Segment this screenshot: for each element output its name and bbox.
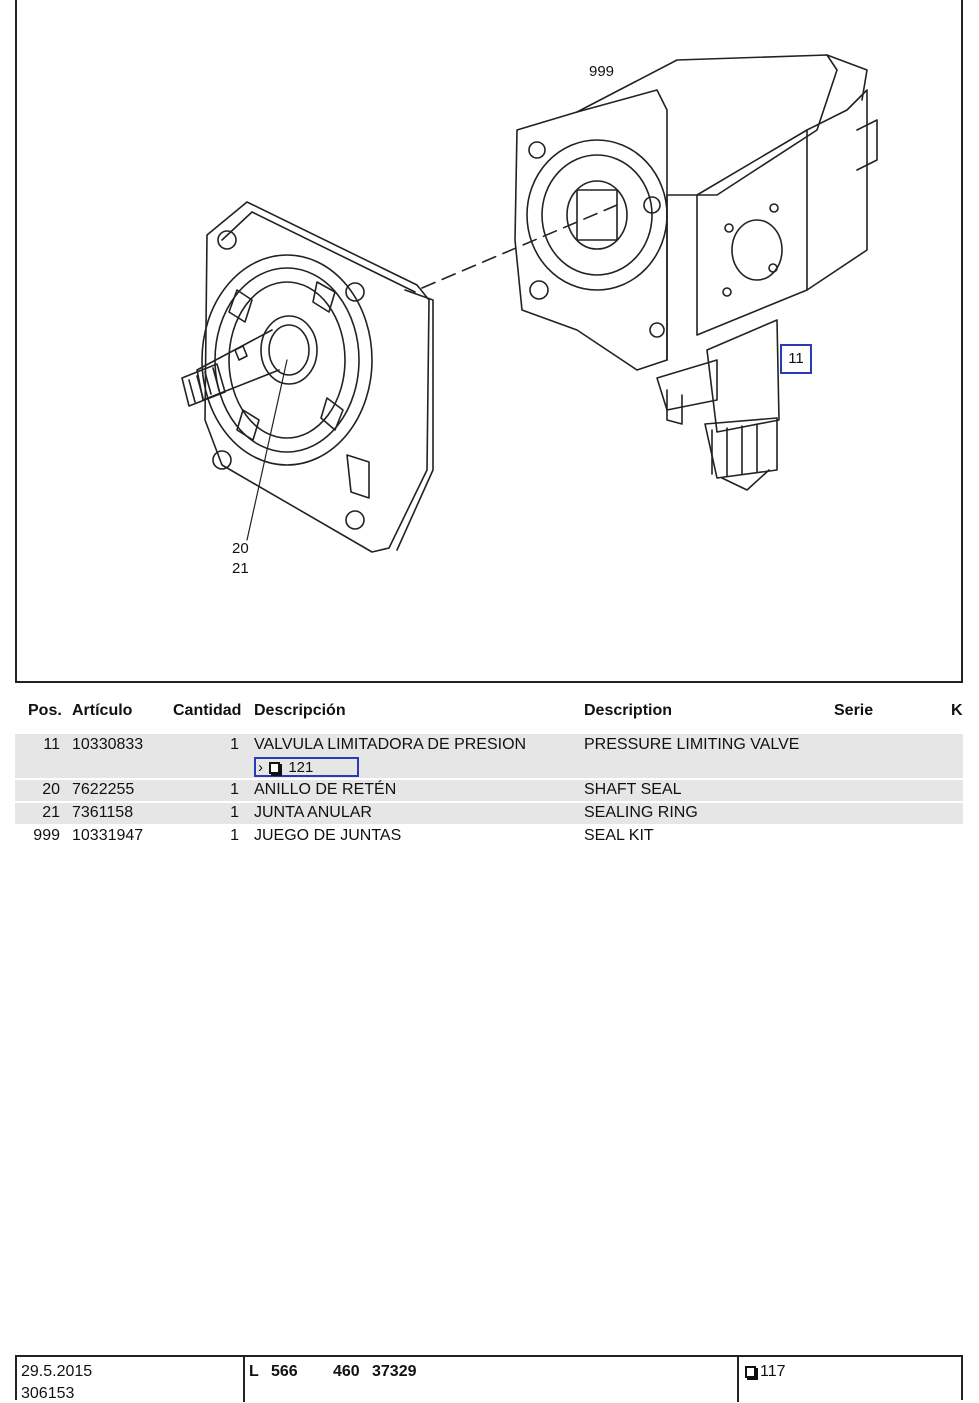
footer-model-letter: L bbox=[249, 1363, 259, 1380]
callout-11-link[interactable]: 11 bbox=[780, 344, 812, 374]
page-book-icon bbox=[269, 762, 281, 774]
callout-20: 20 bbox=[232, 540, 249, 557]
row-description: SEAL KIT bbox=[584, 827, 654, 844]
table-row: 20 7622255 1 ANILLO DE RETÉN SHAFT SEAL bbox=[15, 780, 963, 801]
row-cantidad: 1 bbox=[230, 781, 239, 798]
row-pos: 999 bbox=[33, 827, 60, 844]
row-descripcion: JUNTA ANULAR bbox=[254, 804, 372, 821]
header-k: K bbox=[951, 702, 963, 719]
footer-code-a: 460 bbox=[333, 1363, 360, 1380]
row-articulo: 10330833 bbox=[72, 736, 144, 753]
parts-table-header: Pos. Artículo Cantidad Descripción Descr… bbox=[0, 702, 979, 724]
row-description: PRESSURE LIMITING VALVE bbox=[584, 736, 800, 753]
footer-model-number: 566 bbox=[271, 1363, 298, 1380]
row-pos: 11 bbox=[43, 736, 60, 753]
row-descripcion: VALVULA LIMITADORA DE PRESION bbox=[254, 736, 527, 753]
footer-doc-number: 306153 bbox=[21, 1385, 75, 1402]
page-reference-link[interactable]: › 121 bbox=[254, 757, 359, 777]
assembly-axis-line bbox=[421, 204, 618, 289]
flange-plate-drawing bbox=[181, 201, 434, 553]
header-descripcion: Descripción bbox=[254, 702, 346, 719]
reference-page-number: 121 bbox=[288, 759, 314, 776]
row-articulo: 7361158 bbox=[72, 804, 134, 821]
row-descripcion: JUEGO DE JUNTAS bbox=[254, 827, 402, 844]
row-cantidad: 1 bbox=[230, 827, 239, 844]
pump-body-drawing bbox=[514, 54, 878, 491]
row-description: SEALING RING bbox=[584, 804, 698, 821]
row-pos: 20 bbox=[42, 781, 60, 798]
footer-page-number: 117 bbox=[760, 1363, 786, 1380]
row-cantidad: 1 bbox=[230, 804, 239, 821]
header-pos: Pos. bbox=[28, 702, 62, 719]
row-articulo: 10331947 bbox=[72, 827, 144, 844]
row-cantidad: 1 bbox=[230, 736, 239, 753]
footer-divider bbox=[243, 1357, 245, 1402]
page-footer: 29.5.2015 306153 L 566 460 37329 117 bbox=[15, 1355, 963, 1402]
table-row: 21 7361158 1 JUNTA ANULAR SEALING RING bbox=[15, 803, 963, 824]
row-pos: 21 bbox=[42, 804, 60, 821]
leader-line-20-21 bbox=[246, 359, 288, 541]
footer-divider bbox=[737, 1357, 739, 1402]
header-cantidad: Cantidad bbox=[173, 702, 242, 719]
arrow-right-icon: › bbox=[258, 759, 263, 776]
row-articulo: 7622255 bbox=[72, 781, 135, 798]
row-description: SHAFT SEAL bbox=[584, 781, 682, 798]
page-book-icon bbox=[745, 1366, 756, 1378]
header-articulo: Artículo bbox=[72, 702, 133, 719]
footer-date: 29.5.2015 bbox=[21, 1363, 93, 1380]
table-row: 999 10331947 1 JUEGO DE JUNTAS SEAL KIT bbox=[15, 826, 963, 847]
footer-code-b: 37329 bbox=[372, 1363, 417, 1380]
header-serie: Serie bbox=[834, 702, 874, 719]
footer-page: 117 bbox=[743, 1363, 786, 1381]
illustration-frame: 999 11 20 21 bbox=[15, 0, 963, 683]
callout-999: 999 bbox=[589, 63, 615, 80]
pump-exploded-drawing bbox=[181, 54, 878, 553]
header-description: Description bbox=[584, 702, 673, 719]
row-descripcion: ANILLO DE RETÉN bbox=[254, 781, 397, 798]
callout-21: 21 bbox=[232, 560, 249, 577]
table-row: 11 10330833 1 VALVULA LIMITADORA DE PRES… bbox=[15, 734, 963, 778]
